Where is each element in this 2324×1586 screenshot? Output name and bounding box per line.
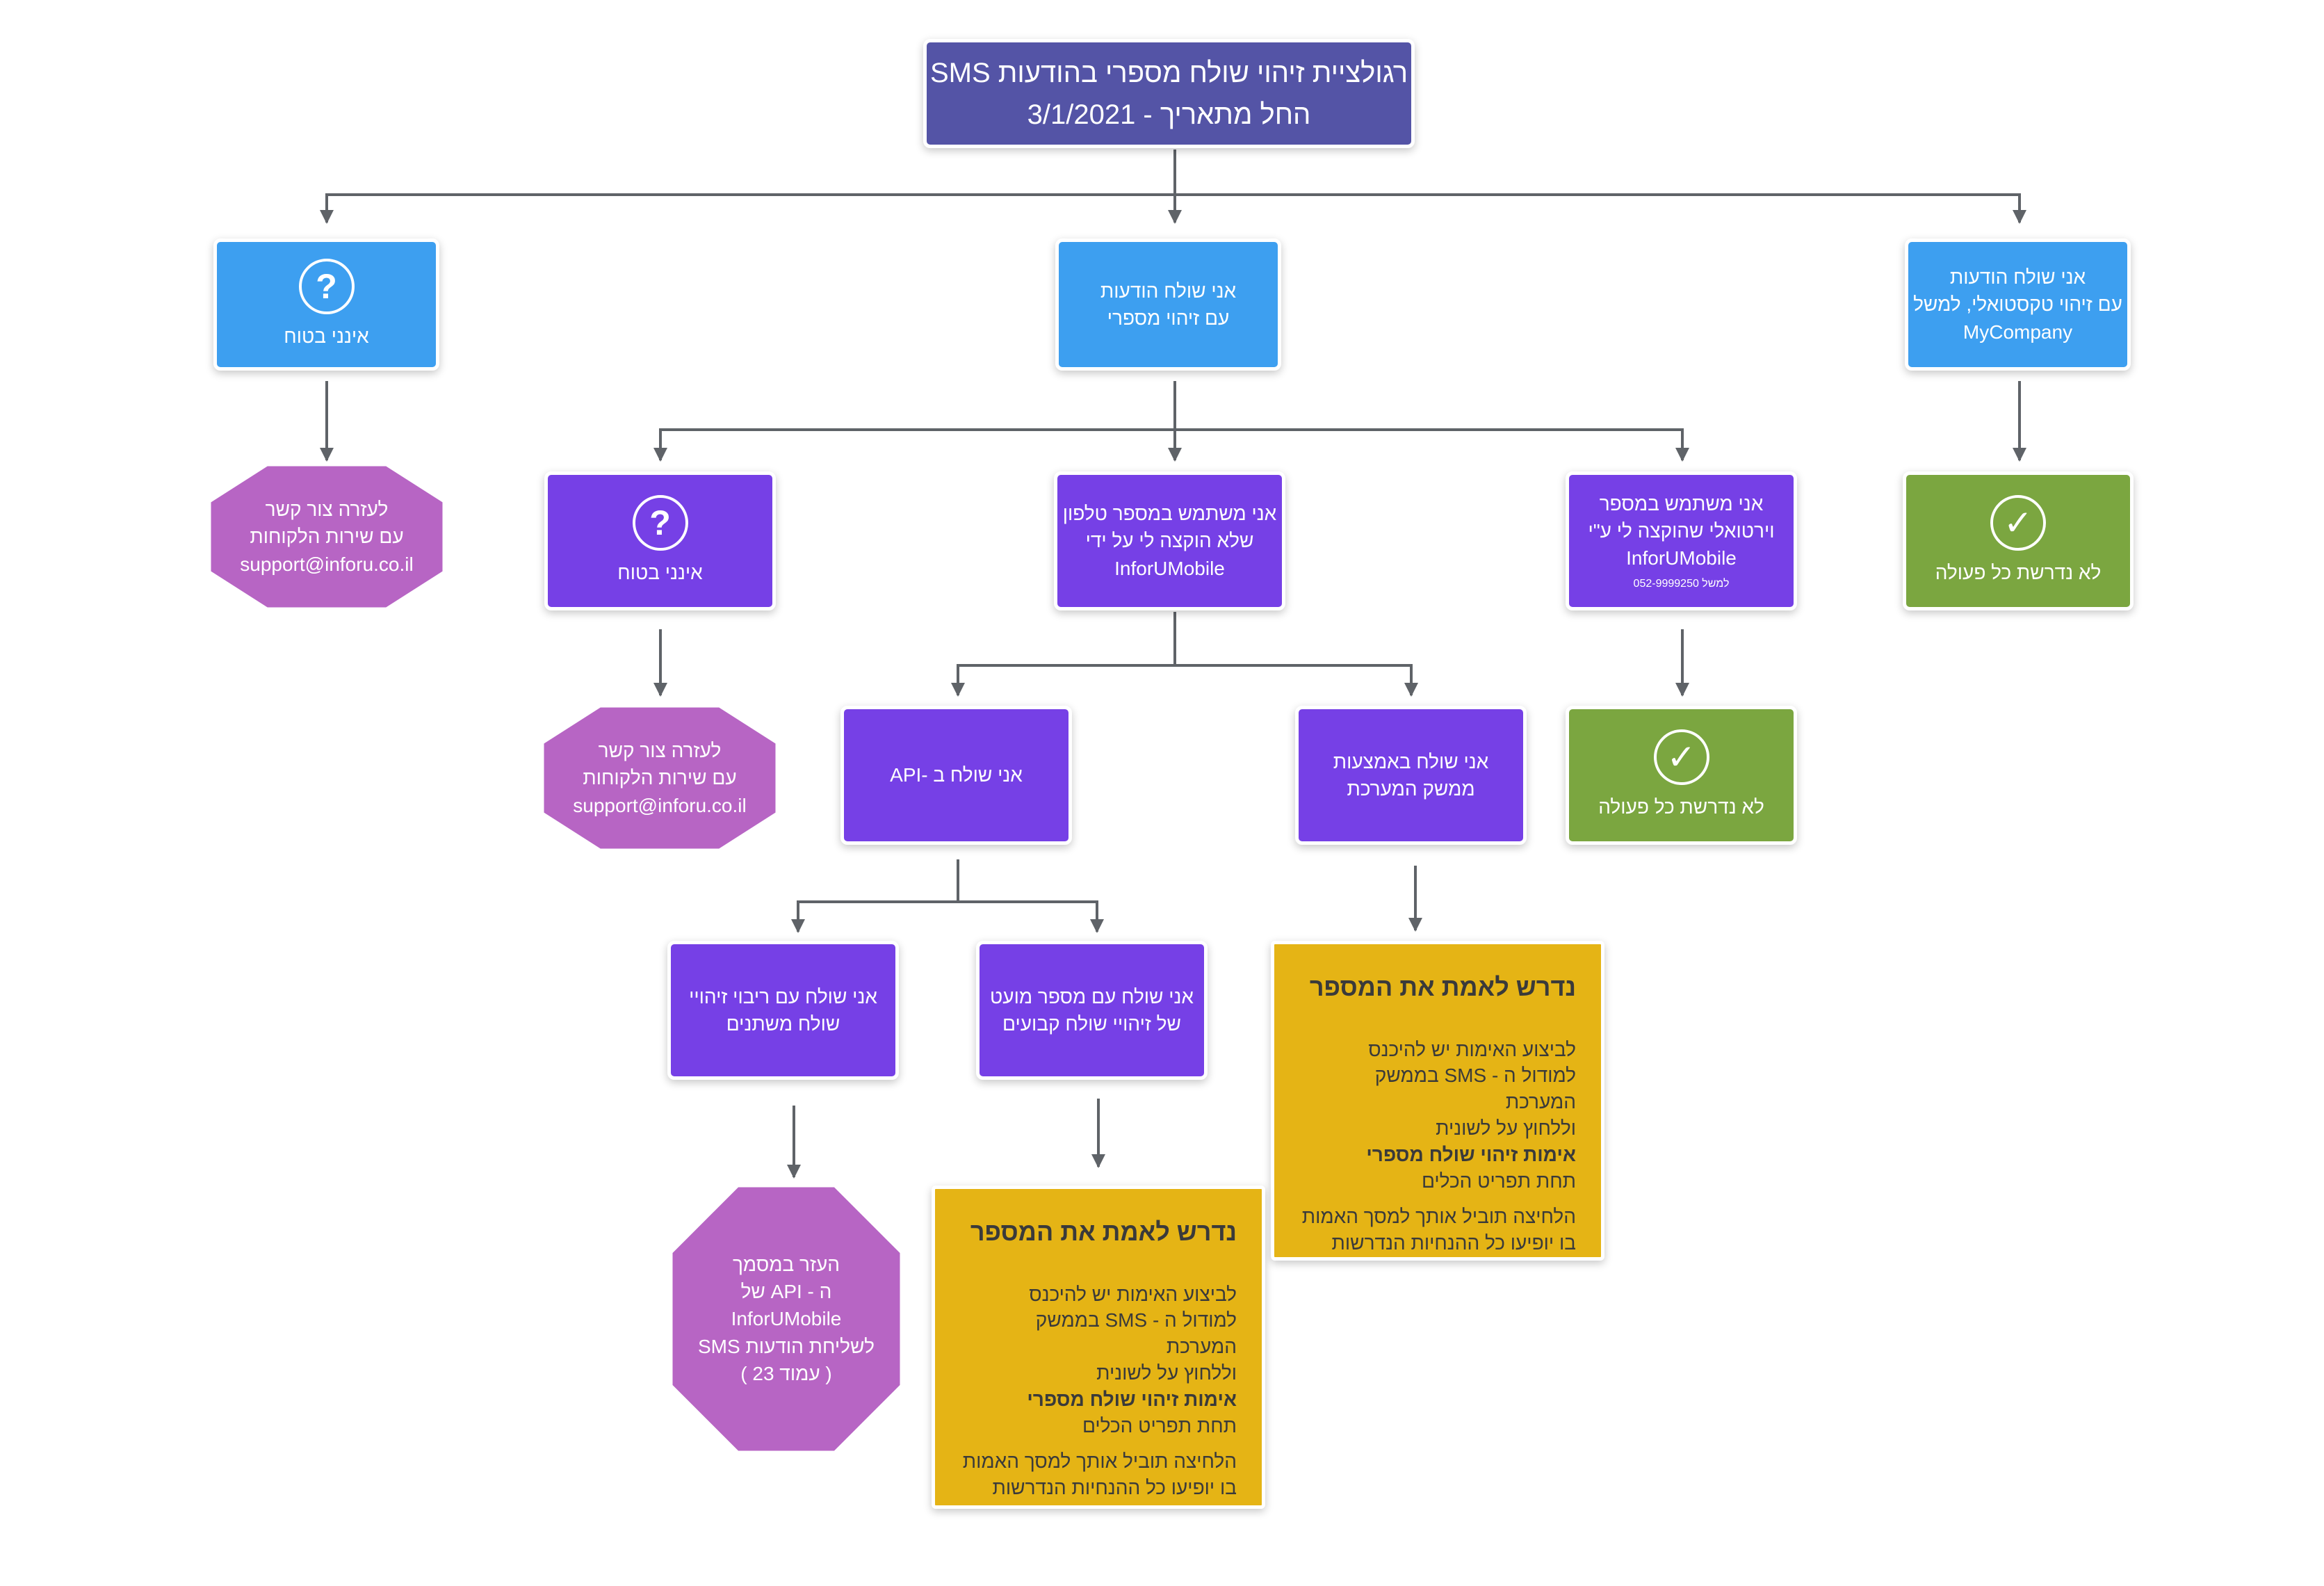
instruction-paragraph: לביצוע האימות יש להיכנס למודול ה - SMS ב… bbox=[1299, 1037, 1576, 1195]
verification-tab-name: אימות זיהוי שולח מספרי bbox=[1366, 1143, 1576, 1165]
unsure-node-middle: ? אינני בטוח bbox=[544, 471, 776, 610]
node-text: ה - API של bbox=[740, 1281, 832, 1303]
node-text: אני שולח ב -API bbox=[890, 764, 1023, 786]
node-text: עם שירות הלקוחות bbox=[583, 767, 737, 789]
verify-title: נדרש לאמת את המספר bbox=[1309, 973, 1576, 1001]
node-text: שלא הוקצה לי על ידי bbox=[1085, 530, 1254, 552]
node-text: InforUMobile bbox=[1626, 547, 1737, 569]
textual-sender-id-node: אני שולח הודעות עם זיהוי טקסטואלי, למשל … bbox=[1905, 238, 2131, 371]
verify-title: נדרש לאמת את המספר bbox=[970, 1217, 1237, 1246]
verify-number-instructions-api: נדרש לאמת את המספר לביצוע האימות יש להיכ… bbox=[932, 1186, 1265, 1509]
node-text: של זיהויי שולח קבועים bbox=[1002, 1013, 1181, 1035]
node-text: אני משתמש במספר bbox=[1599, 493, 1764, 515]
instruction-paragraph: לביצוע האימות יש להיכנס למודול ה - SMS ב… bbox=[960, 1281, 1237, 1439]
node-text: אני שולח עם מספר מועט bbox=[990, 985, 1194, 1008]
node-text: אני שולח הודעות bbox=[1100, 280, 1237, 302]
instruction-text: וללחוץ על לשונית bbox=[1096, 1361, 1237, 1384]
node-text: אני שולח עם ריבוי זיהויי bbox=[689, 985, 877, 1008]
instruction-text: למודול ה - SMS בממשק המערכת bbox=[1035, 1309, 1237, 1358]
support-email[interactable]: support@inforu.co.il bbox=[240, 553, 414, 575]
api-documentation-node: העזר במסמך ה - API של InforUMobile לשליח… bbox=[669, 1183, 904, 1455]
support-email[interactable]: support@inforu.co.il bbox=[573, 794, 747, 816]
fixed-sender-ids-node: אני שולח עם מספר מועט של זיהויי שולח קבו… bbox=[976, 941, 1208, 1080]
numeric-sender-id-node: אני שולח הודעות עם זיהוי מספרי bbox=[1055, 238, 1281, 371]
unsure-node-top: ? אינני בטוח bbox=[213, 238, 439, 371]
title-line-2: החל מתאריך - 3/1/2021 bbox=[1027, 99, 1311, 130]
question-icon: ? bbox=[632, 495, 688, 551]
check-icon: ✓ bbox=[1990, 495, 2046, 551]
verification-tab-name: אימות זיהוי שולח מספרי bbox=[1027, 1388, 1237, 1410]
node-text: לעזרה צור קשר bbox=[265, 499, 389, 521]
node-text: ממשק המערכת bbox=[1347, 778, 1475, 800]
support-contact-node: לעזרה צור קשר עם שירות הלקוחות support@i… bbox=[540, 704, 779, 852]
own-phone-number-node: אני משתמש במספר טלפון שלא הוקצה לי על יד… bbox=[1054, 471, 1285, 610]
node-text: עם שירות הלקוחות bbox=[250, 526, 404, 548]
support-contact-node: לעזרה צור קשר עם שירות הלקוחות support@i… bbox=[207, 462, 446, 611]
node-text: לעזרה צור קשר bbox=[598, 740, 722, 762]
node-text: אינני בטוח bbox=[284, 325, 369, 348]
node-text: אני שולח באמצעות bbox=[1333, 750, 1489, 772]
node-text: וירטואלי שהוקצה לי ע"י bbox=[1588, 520, 1775, 542]
instruction-text: לביצוע האימות יש להיכנס bbox=[1029, 1283, 1237, 1305]
support-octagon-shape bbox=[207, 462, 446, 611]
node-text: MyCompany bbox=[1963, 321, 2073, 343]
node-text: לשליחת הודעות SMS bbox=[697, 1335, 875, 1357]
node-text: InforUMobile bbox=[731, 1308, 842, 1330]
instruction-text: תחת תפריט הכלים bbox=[1082, 1414, 1237, 1437]
node-text: שולח משתנים bbox=[726, 1013, 840, 1035]
variable-sender-ids-node: אני שולח עם ריבוי זיהויי שולח משתנים bbox=[667, 941, 899, 1080]
support-octagon-shape bbox=[540, 704, 779, 852]
node-text: לא נדרשת כל פעולה bbox=[1598, 796, 1764, 818]
instruction-text: למודול ה - SMS בממשק המערכת bbox=[1374, 1065, 1576, 1113]
instruction-text: וללחוץ על לשונית bbox=[1436, 1117, 1576, 1139]
title-line-1: רגולציית זיהוי שולח מספרי בהודעות SMS bbox=[929, 57, 1408, 88]
instruction-text: תחת תפריט הכלים bbox=[1421, 1170, 1576, 1192]
verify-number-instructions-system: נדרש לאמת את המספר לביצוע האימות יש להיכ… bbox=[1271, 941, 1604, 1261]
node-text: אני משתמש במספר טלפון bbox=[1062, 503, 1277, 525]
node-text: עם זיהוי מספרי bbox=[1107, 307, 1230, 329]
check-icon: ✓ bbox=[1653, 729, 1709, 786]
system-interface-node: אני שולח באמצעות ממשק המערכת bbox=[1295, 706, 1527, 845]
no-action-required-node: ✓ לא נדרשת כל פעולה bbox=[1903, 471, 2134, 610]
instruction-paragraph: הלחיצה תוביל אותך למסך האמות בו יופיעו כ… bbox=[1299, 1204, 1576, 1256]
node-text: עם זיהוי טקסטואלי, למשל bbox=[1913, 293, 2122, 316]
api-doc-octagon-shape bbox=[669, 1183, 904, 1455]
node-text: InforUMobile bbox=[1114, 557, 1225, 579]
instruction-text: בו יופיעו כל ההנחיות הנדרשות bbox=[1331, 1232, 1576, 1254]
page-reference: ( עמוד 23 ) bbox=[740, 1362, 832, 1384]
instruction-text: הלחיצה תוביל אותך למסך האמות bbox=[962, 1450, 1237, 1473]
flowchart-title-box: רגולציית זיהוי שולח מספרי בהודעות SMS הח… bbox=[923, 39, 1415, 148]
instruction-text: בו יופיעו כל ההנחיות הנדרשות bbox=[992, 1477, 1237, 1499]
question-icon: ? bbox=[298, 259, 355, 315]
node-text: העזר במסמך bbox=[732, 1254, 840, 1276]
virtual-number-node: אני משתמש במספר וירטואלי שהוקצה לי ע"י I… bbox=[1566, 471, 1797, 610]
node-text: אינני בטוח bbox=[617, 562, 703, 584]
node-text: לא נדרשת כל פעולה bbox=[1935, 562, 2102, 584]
instruction-text: הלחיצה תוביל אותך למסך האמות bbox=[1301, 1206, 1576, 1228]
example-number-note: למשל 052-9999250 bbox=[1633, 577, 1730, 590]
instruction-text: לביצוע האימות יש להיכנס bbox=[1368, 1038, 1576, 1060]
api-sender-node: אני שולח ב -API bbox=[840, 706, 1072, 845]
no-action-required-node: ✓ לא נדרשת כל פעולה bbox=[1566, 706, 1797, 845]
instruction-paragraph: הלחיצה תוביל אותך למסך האמות בו יופיעו כ… bbox=[960, 1448, 1237, 1501]
node-text: אני שולח הודעות bbox=[1949, 266, 2086, 289]
